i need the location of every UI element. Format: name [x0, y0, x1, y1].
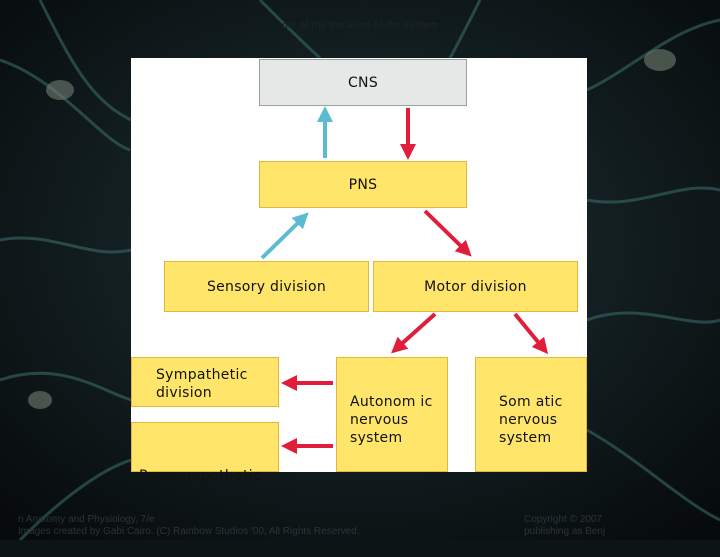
- credit-left-line2: Images created by Gabi Cairo. (C) Rainbo…: [18, 526, 360, 537]
- parasympathetic-label-line2: division: [139, 522, 200, 538]
- credit-right-line1: Copyright © 2007: [524, 514, 602, 525]
- autonomic-label-line3: system: [350, 430, 403, 446]
- parasympathetic-label-line1: Parasympathetic: [139, 468, 261, 484]
- pns-label: PNS: [348, 176, 378, 193]
- slide-title: ole of the the ation of the system: [281, 20, 439, 31]
- pns-box: PNS: [259, 161, 467, 208]
- sympathetic-label-line2: division: [156, 385, 212, 401]
- sensory-division-label: Sensory division: [206, 278, 327, 295]
- cns-label: CNS: [347, 74, 379, 91]
- somatic-label-line1: Som atic: [499, 394, 563, 410]
- cns-box: CNS: [259, 59, 467, 106]
- motor-division-label: Motor division: [424, 278, 527, 295]
- autonomic-label-line1: Autonom ic: [350, 394, 433, 410]
- credit-right-line2: publishing as Benj: [524, 526, 606, 537]
- somatic-label-line2: nervous: [499, 412, 558, 428]
- somatic-label-line3: system: [499, 430, 552, 446]
- credit-left: n Anatomy and Physiology, 7/e Images cre…: [18, 514, 360, 538]
- motor-division-box: Motor division: [373, 261, 578, 312]
- autonomic-label-line2: nervous: [350, 412, 409, 428]
- sensory-division-box: Sensory division: [164, 261, 369, 312]
- credit-right: Copyright © 2007 publishing as Benj: [524, 514, 605, 538]
- parasympathetic-division-box: Parasympathetic division: [131, 422, 279, 538]
- autonomic-nervous-system-box: Autonom ic nervous system: [336, 357, 448, 472]
- sympathetic-label-line1: Sympathetic: [156, 367, 248, 383]
- credit-left-line1: n Anatomy and Physiology, 7/e: [18, 514, 155, 525]
- somatic-nervous-system-box: Som atic nervous system: [475, 357, 587, 472]
- sympathetic-division-box: Sympathetic division: [131, 357, 279, 407]
